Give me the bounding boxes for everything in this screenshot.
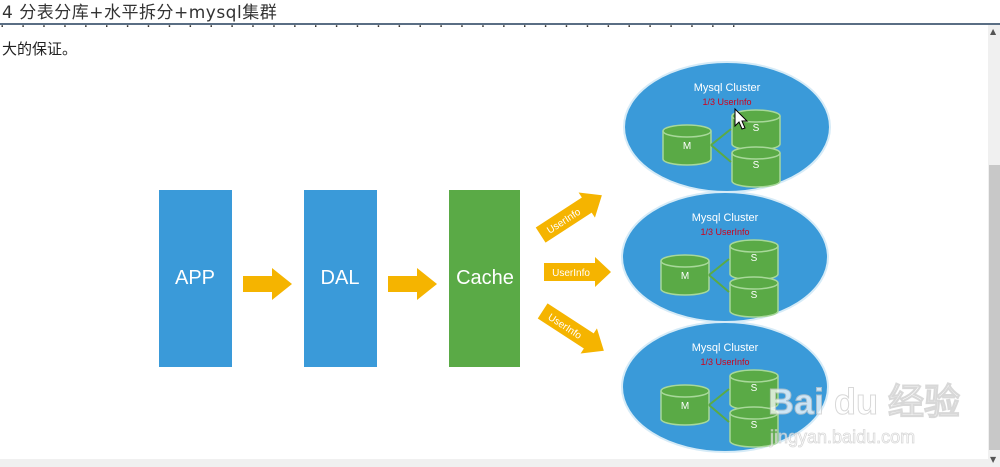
svg-text:M: M [681, 271, 689, 282]
cut-off-text-line: · · · · · · · · · · · · · · · · · · · · … [0, 25, 742, 35]
svg-text:1/3 UserInfo: 1/3 UserInfo [700, 357, 749, 367]
scroll-up-icon[interactable]: ▲ [990, 27, 997, 36]
arrow-dal-cache [388, 268, 437, 300]
svg-text:1/3 UserInfo: 1/3 UserInfo [700, 227, 749, 237]
svg-text:S: S [753, 160, 760, 171]
svg-text:S: S [751, 420, 758, 431]
svg-text:Bai du 经验: Bai du 经验 [768, 381, 960, 422]
horizontal-scrollbar[interactable] [0, 459, 988, 467]
svg-text:M: M [681, 401, 689, 412]
article-content: · · · · · · · · · · · · · · · · · · · · … [0, 25, 989, 467]
baidu-watermark: Bai du 经验 jingyan.baidu.com [768, 381, 961, 448]
section-title: 4 分表分库+水平拆分+mysql集群 [2, 3, 278, 23]
paragraph-text: 大的保证。 [2, 40, 78, 58]
scrollbar-thumb[interactable] [989, 165, 1000, 450]
svg-text:S: S [753, 123, 760, 134]
arrow-app-dal [243, 268, 292, 300]
svg-text:Mysql Cluster: Mysql Cluster [692, 342, 759, 354]
scroll-down-icon[interactable]: ▼ [990, 455, 997, 464]
app-box [159, 190, 232, 367]
svg-text:jingyan.baidu.com: jingyan.baidu.com [769, 427, 915, 447]
cache-box [449, 190, 520, 367]
mysql-cluster-1: Mysql Cluster 1/3 UserInfo M S S [623, 61, 831, 193]
mysql-cluster-3: Mysql Cluster 1/3 UserInfo M S S [621, 321, 829, 453]
mouse-cursor-icon [734, 107, 749, 130]
userinfo-arrow-mid: UserInfo [544, 257, 611, 287]
architecture-diagram: APP DAL Cache UserInfo UserInfo UserInfo… [159, 61, 961, 453]
svg-text:Mysql Cluster: Mysql Cluster [694, 82, 761, 94]
svg-text:S: S [751, 383, 758, 394]
title-divider [0, 23, 1000, 25]
mysql-cluster-2: Mysql Cluster 1/3 UserInfo M S S [621, 191, 829, 323]
app-label: APP [175, 267, 215, 289]
userinfo-arrow-up: UserInfo [535, 192, 602, 243]
svg-text:Mysql Cluster: Mysql Cluster [692, 212, 759, 224]
cache-label: Cache [456, 267, 514, 289]
svg-text:UserInfo: UserInfo [552, 268, 590, 279]
userinfo-arrow-down: UserInfo [537, 303, 604, 354]
vertical-scrollbar[interactable]: ▲ ▼ [988, 25, 1000, 467]
dal-label: DAL [321, 267, 360, 289]
svg-text:S: S [751, 253, 758, 264]
svg-text:S: S [751, 290, 758, 301]
svg-text:1/3 UserInfo: 1/3 UserInfo [702, 97, 751, 107]
svg-text:M: M [683, 141, 691, 152]
dal-box [304, 190, 377, 367]
